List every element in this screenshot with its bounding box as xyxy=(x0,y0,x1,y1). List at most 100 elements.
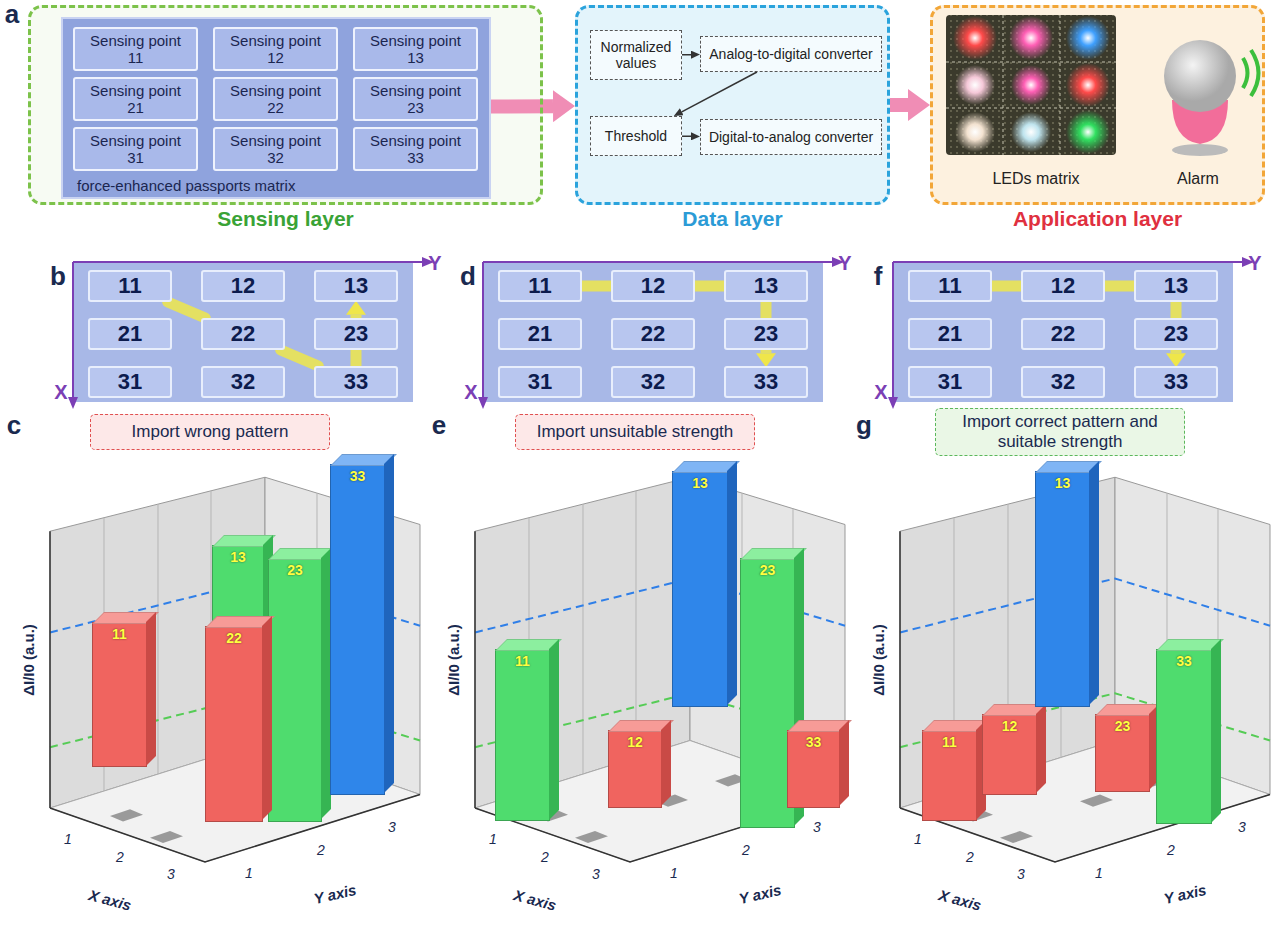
bar-column: 33 xyxy=(787,730,840,808)
grid-cell: 31 xyxy=(908,366,992,398)
layer-title: Sensing layer xyxy=(31,207,540,231)
sensing-point: Sensing point 21 xyxy=(73,77,198,121)
led-matrix-photo xyxy=(946,15,1116,155)
grid-cell: 13 xyxy=(724,270,808,302)
sensing-point: Sensing point 31 xyxy=(73,127,198,171)
panel-letter: c xyxy=(7,412,21,438)
node-text: 13 xyxy=(692,475,708,491)
node-text: 13 xyxy=(1164,273,1188,299)
flow-arrow xyxy=(890,98,908,112)
flow-arrow xyxy=(491,99,553,113)
tick-label: 1 xyxy=(64,832,72,846)
axis-label: X xyxy=(464,382,477,402)
grid-cell: 11 xyxy=(88,270,172,302)
sensing-point: Sensing point 22 xyxy=(213,77,338,121)
alarm-icon xyxy=(1164,40,1259,156)
bar-column: 11 xyxy=(922,730,977,822)
result-label: Import wrong pattern xyxy=(90,414,330,450)
grid-cell: 12 xyxy=(1021,270,1105,302)
tick-label: 3 xyxy=(1017,867,1025,881)
led-matrix-photo xyxy=(1011,65,1051,105)
process-box: Threshold xyxy=(590,116,682,156)
tick-label: 1 xyxy=(489,832,497,846)
bar-column: 12 xyxy=(608,730,662,808)
node-text: Sensing point 32 xyxy=(223,132,328,167)
node-text: 23 xyxy=(1115,718,1131,734)
axis-label: ΔI/I0 (a.u.) xyxy=(871,624,886,696)
gesture-path xyxy=(695,281,724,292)
node-text: LEDs matrix xyxy=(992,170,1079,188)
axis-label: ΔI/I0 (a.u.) xyxy=(446,624,461,696)
grid-cell: 21 xyxy=(88,318,172,350)
tick-label: 3 xyxy=(167,867,175,881)
node-text: Sensing point 11 xyxy=(83,32,188,67)
tick-label: 3 xyxy=(813,820,821,834)
tick-label: 1 xyxy=(245,866,253,880)
node-text: 22 xyxy=(1051,321,1075,347)
node-text: 12 xyxy=(641,273,665,299)
gesture-path xyxy=(1105,281,1134,292)
axis-label: Y xyxy=(1248,253,1261,273)
node-text: Sensing point 22 xyxy=(223,82,328,117)
grid-cell: 32 xyxy=(611,366,695,398)
process-box: Analog-to-digital converter xyxy=(700,36,882,72)
tick-label: 2 xyxy=(317,843,325,857)
axis-label: Y xyxy=(428,253,441,273)
node-text: 33 xyxy=(1176,653,1192,669)
image-caption: LEDs matrix xyxy=(951,166,1121,192)
grid-cell: 31 xyxy=(88,366,172,398)
grid-cell: 32 xyxy=(1021,366,1105,398)
grid-cell: 31 xyxy=(498,366,582,398)
layer-title: Data layer xyxy=(578,207,887,231)
node-text: 12 xyxy=(1002,718,1018,734)
result-label: Import correct pattern and suitable stre… xyxy=(935,408,1185,456)
gesture-path xyxy=(1171,350,1182,353)
tick-label: 1 xyxy=(914,832,922,846)
layer-fills xyxy=(28,5,543,205)
gesture-path xyxy=(281,350,319,366)
sensing-point: Sensing point 23 xyxy=(353,77,478,121)
node-text: 21 xyxy=(938,321,962,347)
grid-cell: 33 xyxy=(724,366,808,398)
led-matrix-photo xyxy=(955,112,995,152)
node-text: 11 xyxy=(118,273,141,299)
gesture-grid xyxy=(73,262,1243,398)
axis-label: X xyxy=(54,382,67,402)
sensor-matrix: force-enhanced passports matrixSensing p… xyxy=(61,17,491,199)
sensing-point: Sensing point 32 xyxy=(213,127,338,171)
tick-label: 2 xyxy=(1167,843,1175,857)
sensing-point: Sensing point 12 xyxy=(213,27,338,71)
gesture-path xyxy=(582,281,611,292)
node-text: 13 xyxy=(1055,475,1071,491)
axis-label: X axis xyxy=(937,887,983,913)
node-text: 33 xyxy=(754,369,778,395)
node-text: 12 xyxy=(627,734,643,750)
grid-cell: 23 xyxy=(314,318,398,350)
grid-cell: 21 xyxy=(908,318,992,350)
node-text: 31 xyxy=(118,369,142,395)
bar-column: 11 xyxy=(92,622,147,768)
gesture-path xyxy=(761,302,772,318)
node-text: 13 xyxy=(754,273,778,299)
bar-column: 22 xyxy=(205,626,263,822)
led-matrix-photo xyxy=(1066,63,1110,107)
layer-box: Data layerNormalized valuesAnalog-to-dig… xyxy=(575,5,890,205)
gesture-grid xyxy=(73,262,1243,402)
panel-letter: g xyxy=(856,412,872,438)
node-text: 33 xyxy=(350,468,366,484)
grid-cell: 22 xyxy=(201,318,285,350)
node-text: 23 xyxy=(760,562,776,578)
axis-label: X axis xyxy=(87,887,133,913)
gesture-grid xyxy=(892,262,894,398)
node-text: 21 xyxy=(118,321,142,347)
flow-arrow xyxy=(682,72,757,112)
grid-cell: 21 xyxy=(498,318,582,350)
node-text: Sensing point 33 xyxy=(363,132,468,167)
node-text: 22 xyxy=(641,321,665,347)
led-matrix-photo xyxy=(1011,112,1051,152)
node-text: Sensing point 23 xyxy=(363,82,468,117)
node-text: Sensing point 21 xyxy=(83,82,188,117)
node-text: 11 xyxy=(942,734,957,750)
node-text: Alarm xyxy=(1177,170,1219,188)
